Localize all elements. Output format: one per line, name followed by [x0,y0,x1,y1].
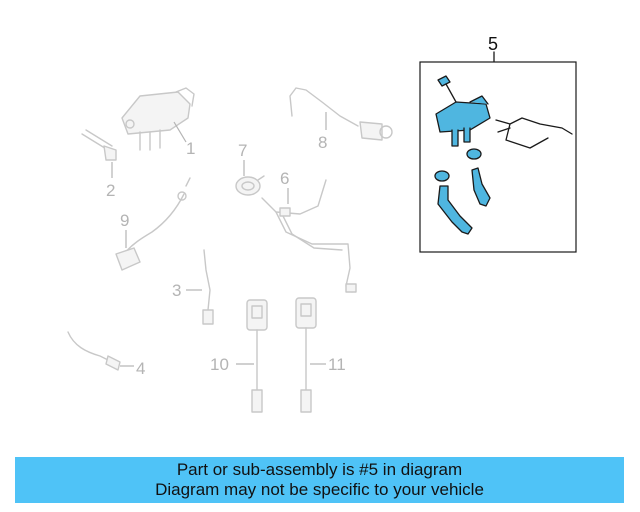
part-2-bolt[interactable] [81,129,117,161]
part-11-sensor[interactable] [295,297,317,413]
part-5-sensor-assembly[interactable] [434,75,573,235]
info-banner: Part or sub-assembly is #5 in diagram Di… [15,457,624,503]
callout-8: 8 [318,133,327,152]
callout-7: 7 [238,141,247,160]
callout-1: 1 [186,139,195,158]
part-6-hose[interactable] [261,179,357,293]
callout-3: 3 [172,281,181,300]
part-10-sensor[interactable] [246,299,268,413]
part-5-frame [419,61,577,253]
part-8-temperature-sensor[interactable] [289,87,393,141]
callout-4: 4 [136,359,145,378]
part-3-sensor[interactable] [202,249,214,325]
banner-line-1: Part or sub-assembly is #5 in diagram [176,460,463,479]
part-4-sensor[interactable] [67,331,121,371]
callout-10: 10 [210,355,229,374]
banner-line-2: Diagram may not be specific to your vehi… [155,480,484,499]
callout-5: 5 [488,34,498,54]
callout-11: 11 [328,355,346,374]
part-1-pressure-sensor[interactable] [121,87,195,151]
callout-9: 9 [120,211,129,230]
part-9-oxygen-sensor[interactable] [115,177,191,271]
callout-6: 6 [280,169,289,188]
part-7-clamp[interactable] [235,175,265,196]
callout-2: 2 [106,181,115,200]
